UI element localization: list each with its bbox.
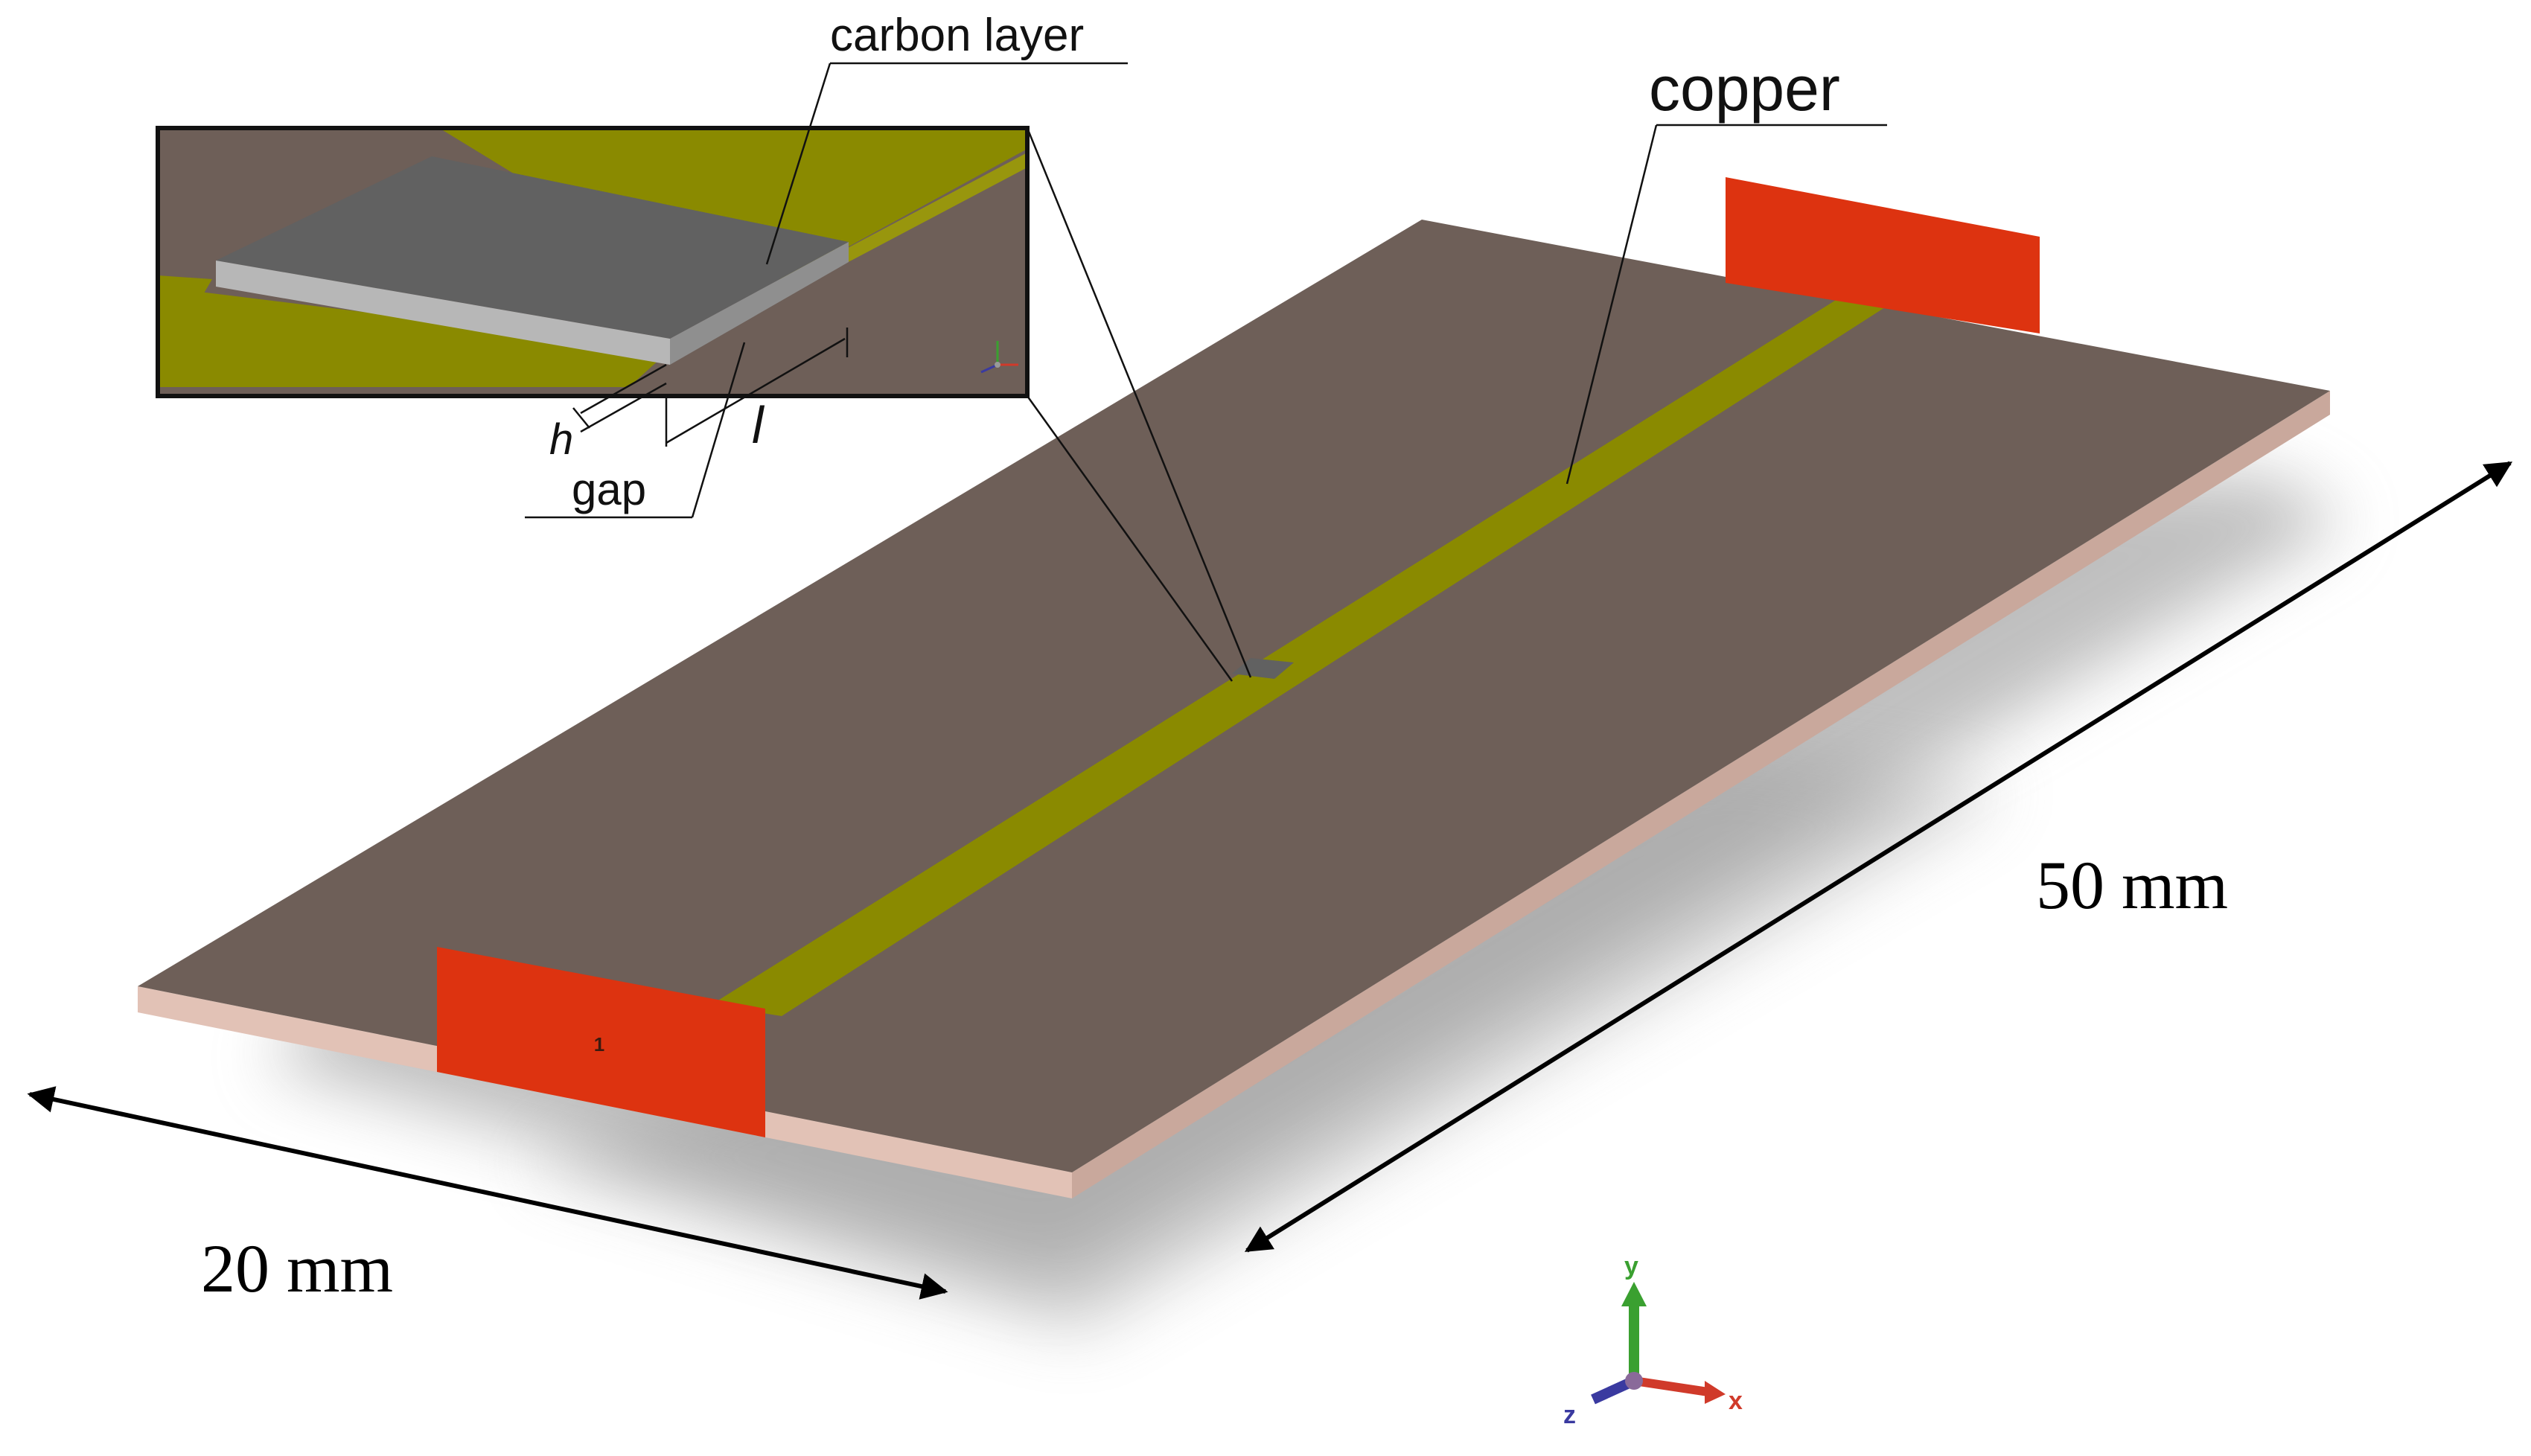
- inset-carbon-top: [216, 156, 849, 339]
- label-length: 50 mm: [2036, 847, 2228, 923]
- width-arrow: [27, 1086, 948, 1300]
- dimension-l: [665, 328, 849, 447]
- axis-x-line: [1633, 1376, 1709, 1396]
- label-width: 20 mm: [201, 1230, 393, 1306]
- dimension-gap: [525, 342, 746, 519]
- length-arrow: [1244, 461, 2513, 1253]
- zoom-leader-lines: [1026, 127, 1252, 682]
- callout-carbon-layer: carbon layer: [765, 10, 1128, 265]
- label-copper: copper: [1649, 54, 1840, 124]
- axis-z-label: z: [1563, 1401, 1576, 1429]
- label-gap: gap: [572, 464, 646, 514]
- label-l: l: [752, 396, 765, 454]
- dimension-h: [572, 363, 667, 433]
- axis-triad: y x z: [1563, 1252, 1743, 1429]
- axis-y-label: y: [1624, 1252, 1638, 1280]
- inset-copper-trace-front: [158, 287, 670, 387]
- axis-x-arrow: [1705, 1381, 1726, 1404]
- callout-copper: copper: [1565, 54, 1887, 485]
- inset-carbon-right-side: [670, 242, 849, 365]
- inset-copper-trace-upper: [439, 128, 1027, 283]
- port-back: [1726, 177, 2040, 333]
- label-h: h: [549, 415, 573, 464]
- axis-x-label: x: [1729, 1387, 1743, 1415]
- inset-axis-triad: [980, 341, 1018, 374]
- axis-y-arrow: [1621, 1282, 1647, 1306]
- port-number: 1: [594, 1033, 604, 1056]
- inset-carbon-front-side: [216, 261, 670, 365]
- inset-border: [156, 126, 1030, 398]
- label-carbon-layer: carbon layer: [830, 10, 1084, 61]
- inset-zoom: h l gap: [156, 126, 1030, 519]
- axis-origin: [1625, 1372, 1643, 1390]
